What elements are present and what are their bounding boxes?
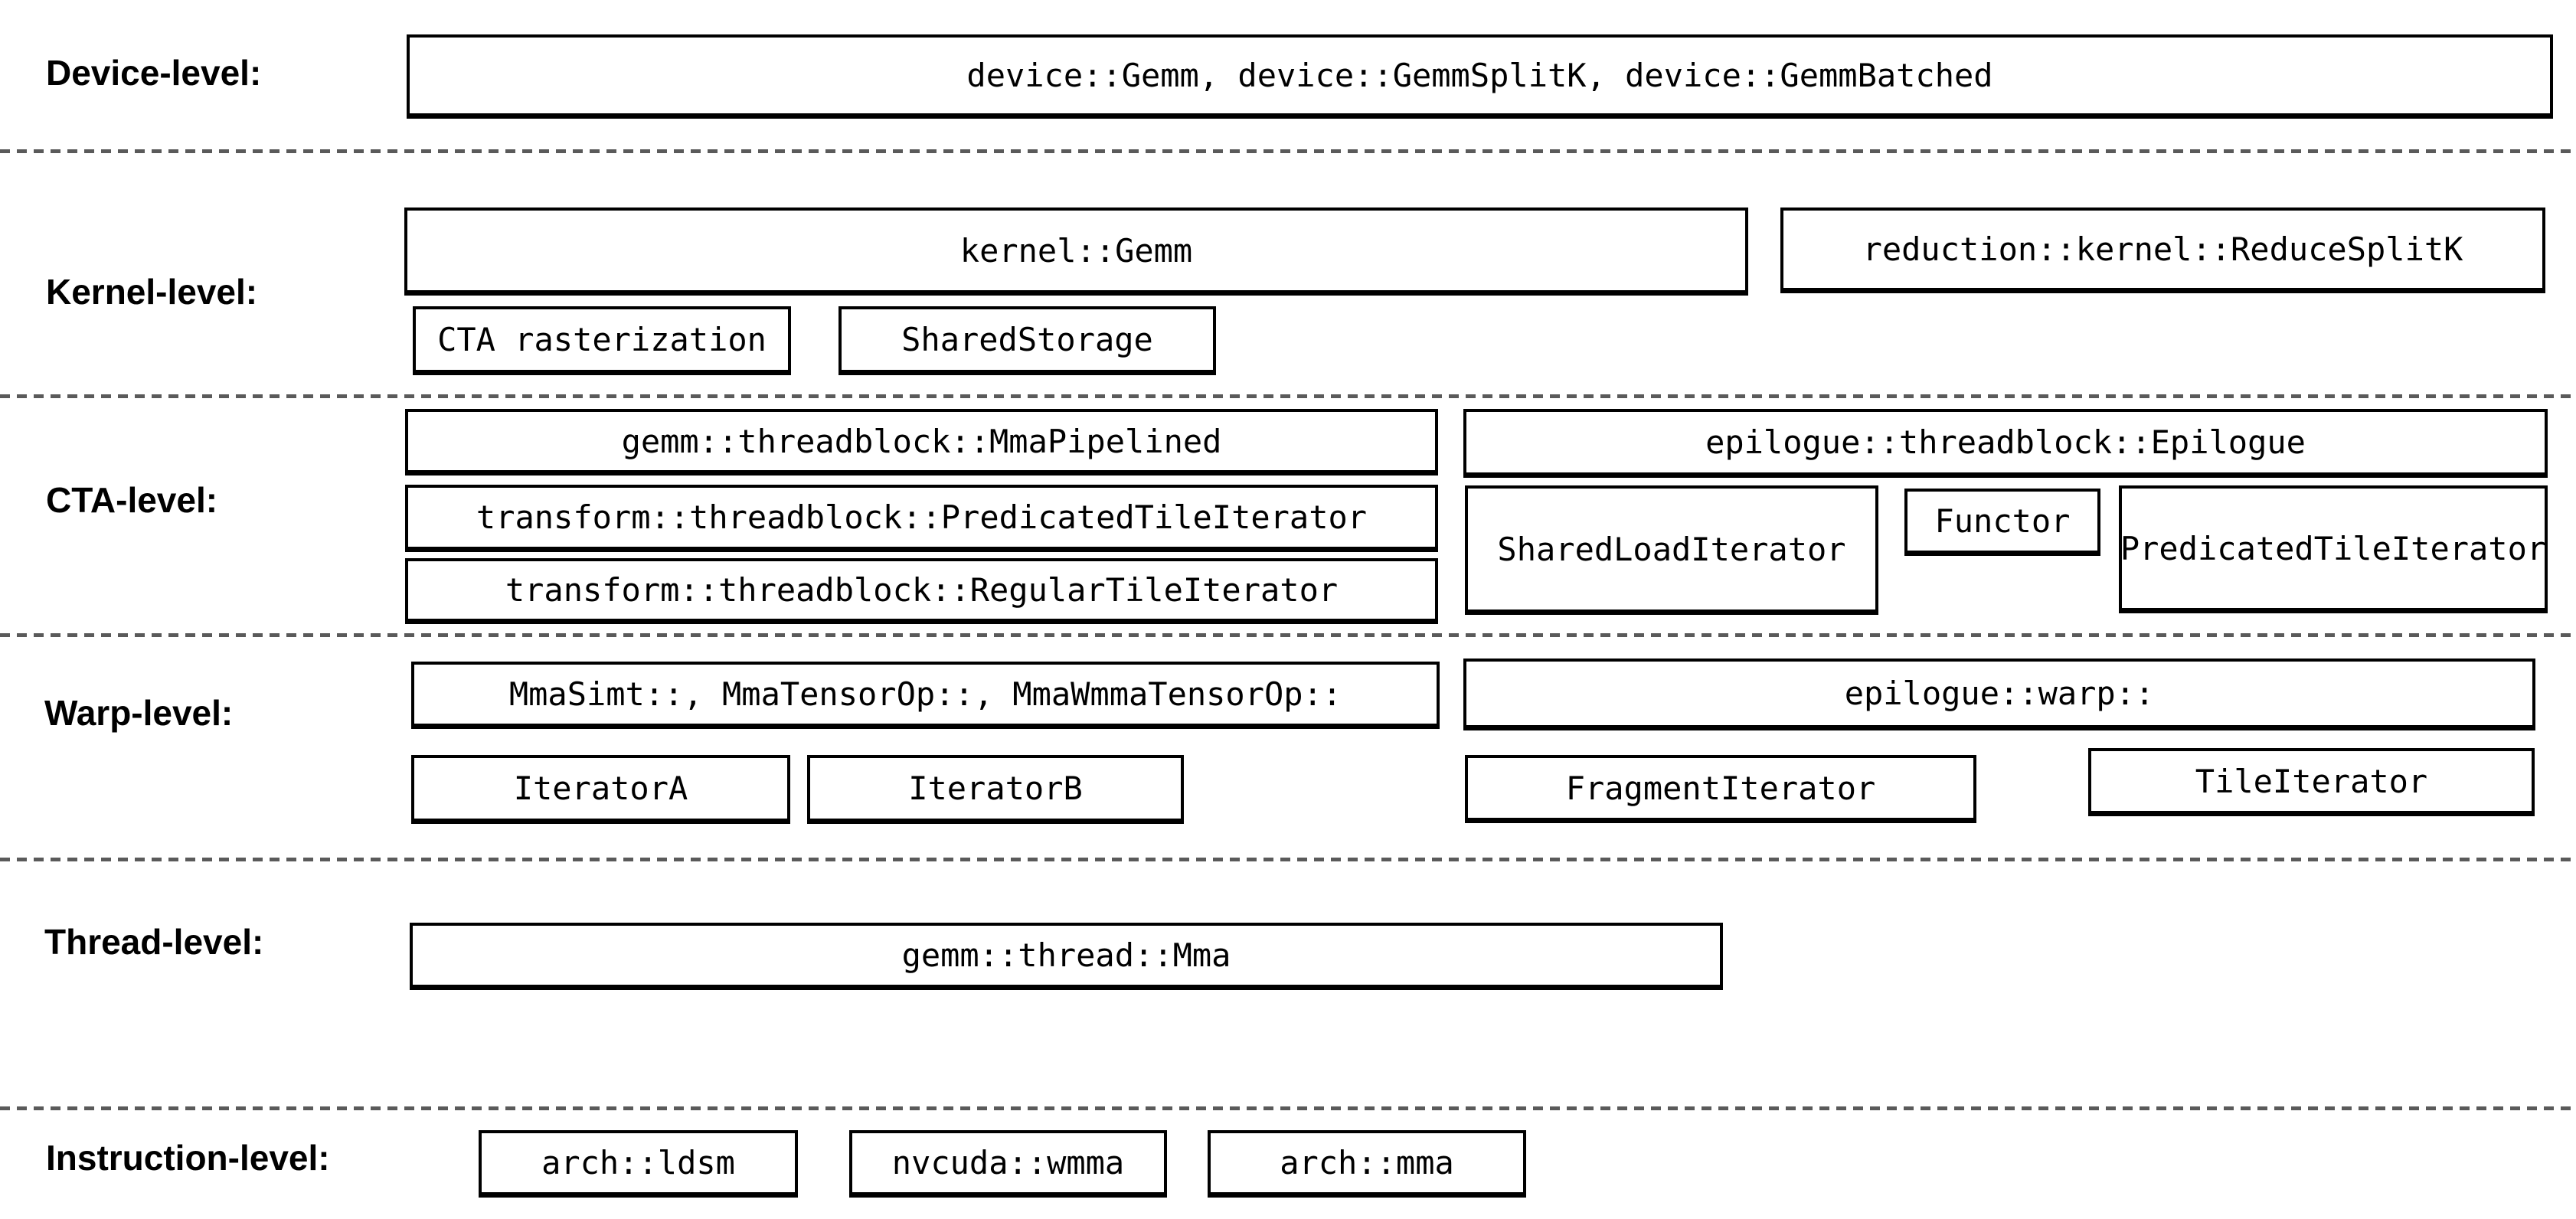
- box-shared-storage: SharedStorage: [839, 306, 1216, 375]
- box-transform-predicated-tile-iterator: transform::threadblock::PredicatedTileIt…: [405, 485, 1438, 552]
- separator-cta-warp: [0, 633, 2576, 637]
- box-iterator-a: IteratorA: [411, 755, 790, 824]
- box-shared-load-iterator: SharedLoadIterator: [1465, 485, 1878, 615]
- box-arch-ldsm: arch::ldsm: [479, 1130, 798, 1198]
- box-functor: Functor: [1904, 489, 2100, 556]
- box-transform-regular-tile-iterator: transform::threadblock::RegularTileItera…: [405, 558, 1438, 624]
- box-device-gemm-classes: device::Gemm, device::GemmSplitK, device…: [407, 34, 2553, 119]
- separator-warp-thread: [0, 858, 2576, 861]
- level-label-cta: CTA-level:: [46, 480, 218, 520]
- box-fragment-iterator: FragmentIterator: [1465, 755, 1976, 823]
- box-gemm-thread-mma: gemm::thread::Mma: [410, 923, 1723, 990]
- level-label-device: Device-level:: [46, 53, 262, 93]
- box-arch-mma: arch::mma: [1208, 1130, 1526, 1198]
- level-label-thread: Thread-level:: [44, 922, 264, 962]
- box-warp-mma-variants: MmaSimt::, MmaTensorOp::, MmaWmmaTensorO…: [411, 662, 1440, 729]
- separator-thread-instruction: [0, 1106, 2576, 1110]
- box-epilogue-threadblock-epilogue: epilogue::threadblock::Epilogue: [1463, 409, 2548, 478]
- box-epilogue-warp: epilogue::warp::: [1463, 659, 2535, 730]
- box-nvcuda-wmma: nvcuda::wmma: [849, 1130, 1167, 1198]
- box-tile-iterator: TileIterator: [2088, 748, 2535, 816]
- level-label-kernel: Kernel-level:: [46, 272, 258, 312]
- separator-device-kernel: [0, 149, 2576, 153]
- separator-kernel-cta: [0, 394, 2576, 398]
- box-iterator-b: IteratorB: [807, 755, 1184, 824]
- box-gemm-threadblock-mma-pipelined: gemm::threadblock::MmaPipelined: [405, 409, 1438, 476]
- box-cta-rasterization: CTA rasterization: [413, 306, 791, 375]
- box-kernel-gemm: kernel::Gemm: [404, 208, 1748, 296]
- level-label-instruction: Instruction-level:: [46, 1138, 330, 1178]
- box-reduction-kernel-reduce-splitk: reduction::kernel::ReduceSplitK: [1780, 208, 2545, 293]
- box-epilogue-predicated-tile-iterator: PredicatedTileIterator: [2119, 485, 2548, 613]
- level-label-warp: Warp-level:: [44, 693, 234, 733]
